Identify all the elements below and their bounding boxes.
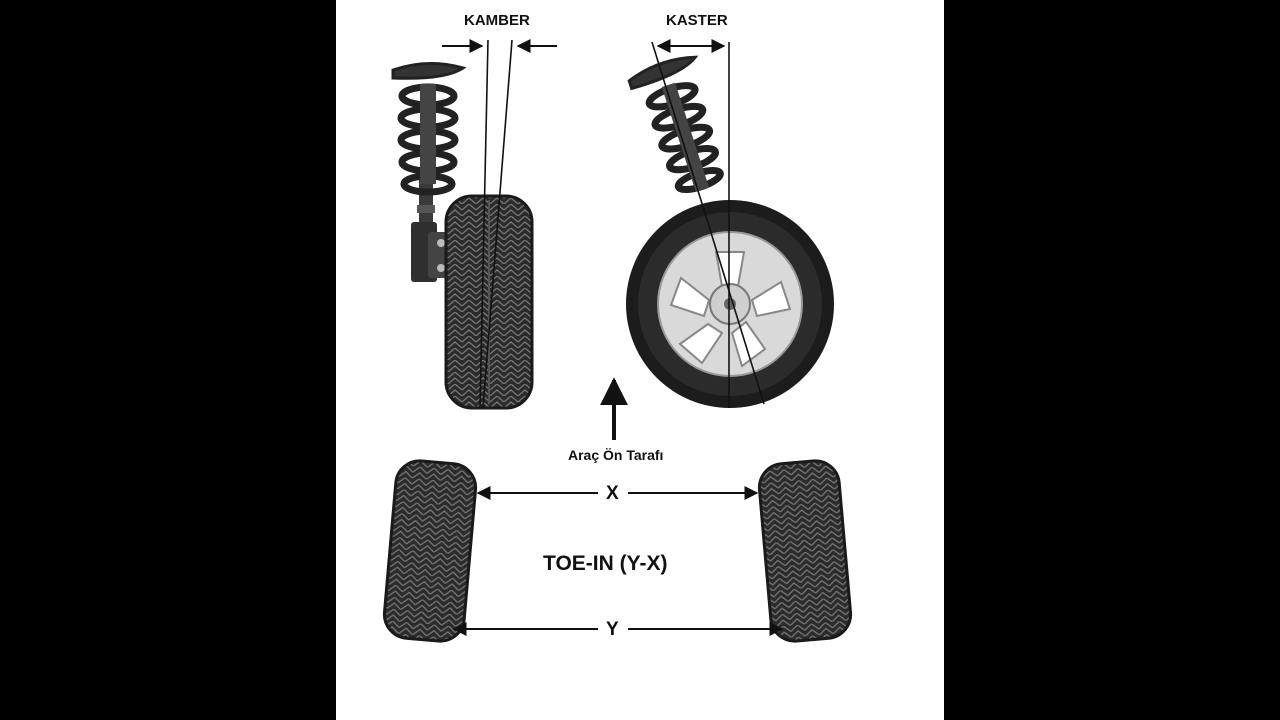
- coil-spring-icon: [391, 61, 467, 196]
- toe-in-label: TOE-IN (Y-X): [543, 552, 668, 575]
- caster-assembly: [626, 39, 834, 408]
- tire-icon: [382, 459, 478, 643]
- coil-spring-icon: [627, 55, 724, 194]
- camber-label: KAMBER: [464, 12, 530, 29]
- y-dimension-label: Y: [606, 619, 619, 640]
- toe-in-assembly: [382, 459, 853, 643]
- x-dimension-label: X: [606, 483, 619, 504]
- alloy-wheel-icon: [626, 200, 834, 408]
- tire-icon: [757, 459, 853, 643]
- caster-label: KASTER: [666, 12, 728, 29]
- tire-icon: [444, 194, 534, 410]
- camber-assembly: [391, 39, 557, 410]
- vehicle-front-label: Araç Ön Tarafı: [568, 447, 664, 463]
- left-letterbox: [0, 0, 336, 720]
- right-letterbox: [944, 0, 1280, 720]
